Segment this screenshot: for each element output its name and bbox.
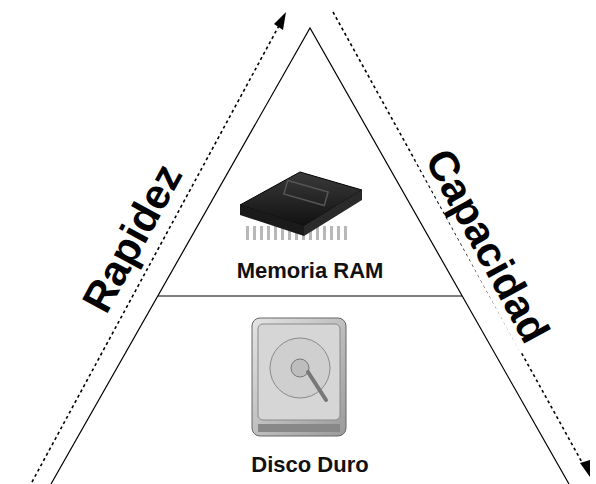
disk-band: Disco Duro: [160, 308, 460, 478]
pyramid-outline: [51, 28, 569, 484]
memory-band: Memoria RAM: [190, 154, 430, 284]
arrow-head: [274, 12, 286, 30]
arrow-head: [580, 460, 590, 477]
capacity-label: Capacidad: [415, 139, 559, 354]
speed-arrow: [32, 22, 281, 482]
band-label: Disco Duro: [251, 452, 368, 478]
band-divider: [158, 295, 462, 296]
speed-label: Rapidez: [73, 153, 192, 323]
capacity-arrow: [333, 12, 584, 466]
ram-chip: [240, 172, 362, 240]
hard-disk: [252, 318, 346, 436]
band-label: Memoria RAM: [237, 258, 384, 284]
